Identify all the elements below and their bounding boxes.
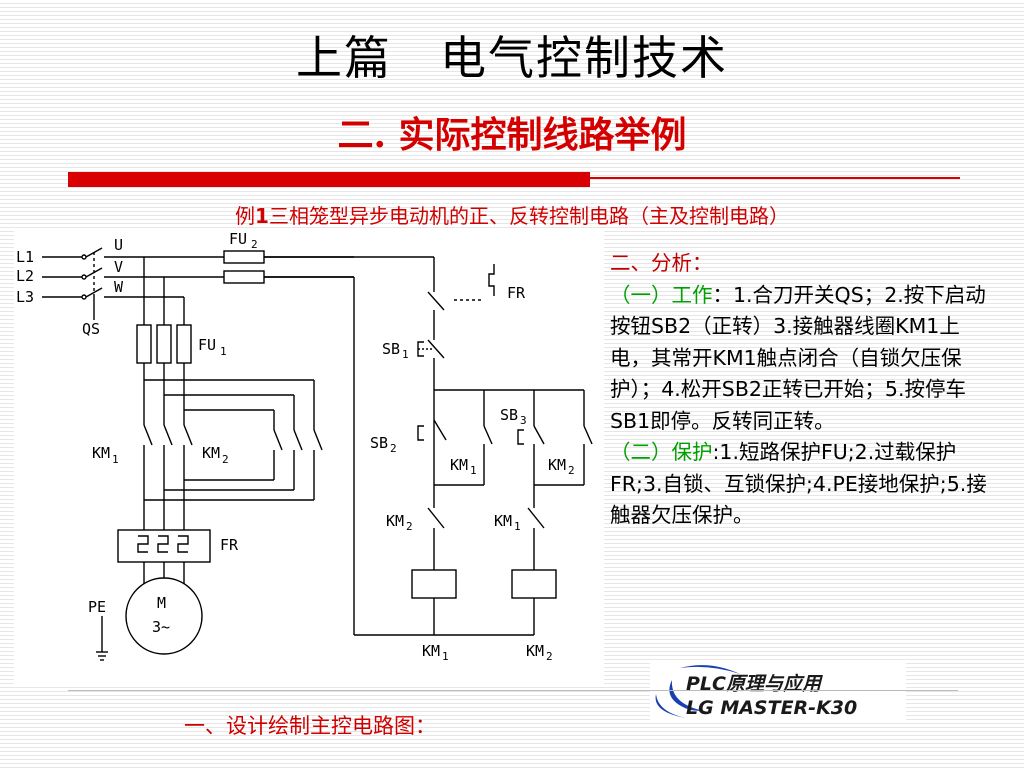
- label-U: U: [114, 236, 123, 254]
- label-KM2-aux-sub: 2: [568, 464, 575, 477]
- label-SB3: SB: [500, 406, 518, 424]
- label-KM2-coil-sub: 2: [546, 650, 553, 663]
- label-KM1: KM: [92, 444, 110, 462]
- label-QS: QS: [82, 320, 100, 338]
- label-KM2-sub: 2: [222, 453, 229, 466]
- example-caption: 例1三相笼型异步电动机的正、反转控制电路（主及控制电路）: [0, 200, 1024, 229]
- title-underline-line: [590, 177, 960, 179]
- fuse-fu2: FU 2: [223, 230, 265, 284]
- control-circuit: FR SB 1 SB 2 KM 1 SB 3: [264, 256, 593, 663]
- circuit-diagram: L1 L2 L3 QS U V W FU 2 FU 1: [14, 230, 604, 684]
- caption-prefix: 例: [235, 204, 256, 228]
- caption-number: 1: [255, 204, 269, 228]
- label-FU2-sub: 2: [251, 238, 258, 251]
- label-KM2-aux: KM: [548, 456, 566, 474]
- analysis-panel: 二、分析： （一）工作：1.合刀开关QS；2.按下启动按钮SB2（正转）3.接触…: [610, 248, 996, 532]
- label-L1: L1: [16, 248, 34, 266]
- label-FU1-sub: 1: [220, 345, 227, 358]
- label-SB1-sub: 1: [402, 348, 409, 361]
- label-W: W: [114, 278, 124, 296]
- logo-line2: LG MASTER-K30: [686, 697, 857, 719]
- label-FR-ctrl: FR: [507, 284, 526, 302]
- label-FR-main: FR: [220, 536, 239, 554]
- title-underline-bar: [68, 172, 590, 187]
- logo-line1: PLC原理与应用: [686, 673, 823, 695]
- label-KM1-interlock: KM: [494, 512, 512, 530]
- work-text: ：1.合刀开关QS；2.按下启动按钮SB2（正转）3.接触器线圈KM1上电，其常…: [610, 282, 986, 433]
- analysis-heading: 二、分析：: [610, 251, 713, 275]
- bottom-caption: 一、设计绘制主控电路图：: [184, 714, 436, 738]
- label-KM1-coil: KM: [422, 642, 440, 660]
- plc-logo: PLC原理与应用 LG MASTER-K30: [650, 660, 906, 722]
- supply-lines: L1 L2 L3 QS U V W: [16, 236, 354, 338]
- label-L3: L3: [16, 288, 34, 306]
- protect-label: （二）保护: [610, 440, 713, 464]
- label-KM2-coil: KM: [526, 642, 544, 660]
- analysis-work: （一）工作：1.合刀开关QS；2.按下启动按钮SB2（正转）3.接触器线圈KM1…: [610, 280, 996, 438]
- label-V: V: [114, 258, 123, 276]
- label-KM1-coil-sub: 1: [442, 650, 449, 663]
- analysis-protect: （二）保护:1.短路保护FU;2.过载保护FR;3.自锁、互锁保护;4.PE接地…: [610, 437, 996, 532]
- protect-text: :1.短路保护FU;2.过载保护FR;3.自锁、互锁保护;4.PE接地保护;5.…: [610, 440, 987, 527]
- main-circuit: FU 1 KM 1 KM 2 FR M 3~ P: [88, 257, 323, 661]
- label-SB2-sub: 2: [390, 442, 397, 455]
- circuit-diagram-svg: L1 L2 L3 QS U V W FU 2 FU 1: [16, 230, 593, 663]
- bottom-divider: [68, 690, 958, 691]
- label-KM1-sub: 1: [112, 453, 119, 466]
- label-KM2-interlock: KM: [386, 512, 404, 530]
- label-KM2-interlock-sub: 2: [406, 520, 413, 533]
- motor-label-3phase: 3~: [152, 618, 170, 636]
- label-KM2: KM: [202, 444, 220, 462]
- label-KM1-interlock-sub: 1: [514, 520, 521, 533]
- work-label: （一）工作: [610, 282, 713, 307]
- label-KM1-aux-sub: 1: [470, 464, 477, 477]
- caption-text: 三相笼型异步电动机的正、反转控制电路（主及控制电路）: [268, 204, 789, 228]
- label-L2: L2: [16, 267, 34, 285]
- label-PE: PE: [88, 598, 106, 616]
- label-SB3-sub: 3: [520, 414, 527, 427]
- label-SB1: SB: [382, 340, 400, 358]
- label-KM1-aux: KM: [450, 456, 468, 474]
- slide-subtitle: 二. 实际控制线路举例: [337, 114, 687, 156]
- slide-title: 上篇 电气控制技术: [296, 31, 728, 85]
- label-FU1: FU: [198, 336, 216, 354]
- plc-logo-graphic: PLC原理与应用 LG MASTER-K30: [655, 665, 857, 719]
- label-FU2: FU: [229, 230, 247, 248]
- motor-label-M: M: [157, 594, 166, 612]
- label-SB2: SB: [370, 434, 388, 452]
